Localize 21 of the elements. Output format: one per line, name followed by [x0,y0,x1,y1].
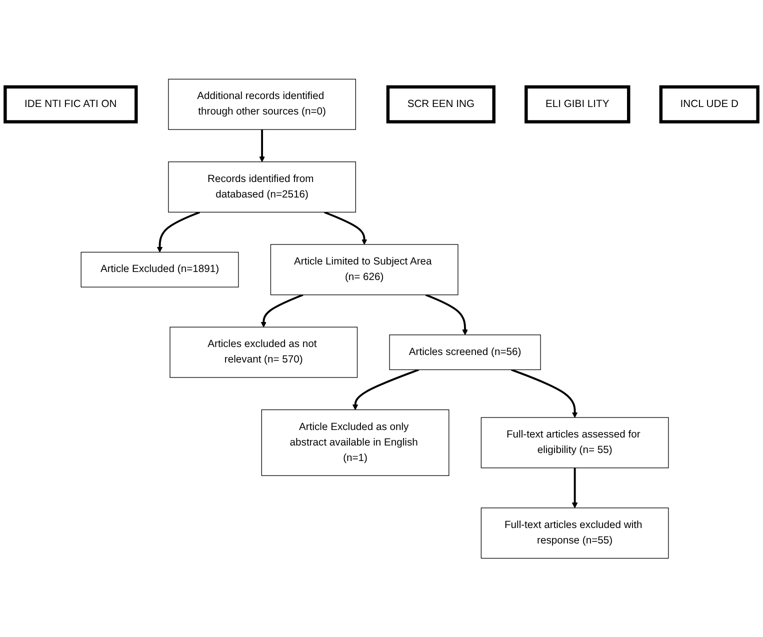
node-box: Article Excluded (n=1891) [80,252,239,288]
node-box: Records identified from databased (n=2516) [168,161,356,212]
node-box: Additional records identified through other sources (n=0) [168,78,356,130]
arrow [324,211,368,244]
arrow [260,294,304,328]
node-box: Full-text articles assessed for eligibility (n= 55) [480,416,669,468]
arrow [572,468,578,508]
arrow [511,368,578,418]
arrow [259,129,265,162]
node-box: SCR EEN ING [386,85,496,124]
node-box: INCL UDE D [659,85,760,124]
arrow [352,368,420,410]
node-box: ELI GIBI LITY [524,85,630,124]
arrow [156,211,200,252]
arrow [425,294,468,335]
node-box: Article Excluded as only abstract available in English (n=1) [261,409,450,476]
node-box: Full-text articles excluded with response (n=55) [480,507,669,558]
node-box: Articles screened (n=56) [389,334,541,370]
node-box: Article Limited to Subject Area (n= 626) [270,244,458,295]
node-box: Articles excluded as not relevant (n= 570) [170,326,358,378]
node-box: IDE NTI FIC ATI ON [4,85,138,124]
